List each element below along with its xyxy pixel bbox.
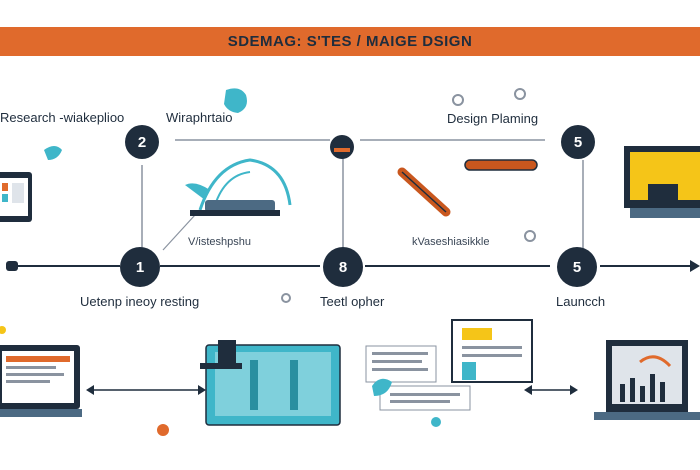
development-laptop-icon: [0, 345, 82, 417]
node-1-number: 1: [136, 259, 144, 276]
node-5-top: 5: [561, 125, 595, 159]
node-5-right: 5: [557, 247, 597, 287]
label-research: Research -wiakeplioo: [0, 110, 125, 125]
pencil-icon: [464, 159, 538, 171]
node-8-number: 8: [339, 259, 347, 276]
label-development: Uetenp ineoy resting: [80, 294, 200, 309]
label-prototype-caption: V/isteshpshu: [188, 236, 251, 248]
bottom-connectors: [86, 385, 578, 395]
label-mid-caption: kVaseshiasikkle: [412, 236, 490, 248]
testing-board-icon: [200, 340, 341, 426]
documents-icon: [365, 319, 533, 411]
label-design-planning: Design Plaming: [447, 111, 539, 126]
label-wireframe: Wiraphrtaio: [166, 110, 233, 125]
label-testing: Teetl opher: [320, 294, 385, 309]
node-5-top-number: 5: [574, 134, 582, 151]
main-timeline: [6, 260, 700, 272]
launch-monitor-icon: [594, 340, 700, 420]
node-5-right-number: 5: [573, 259, 581, 276]
decorative-shapes: [0, 88, 536, 436]
node-1: 1: [120, 247, 160, 287]
research-device-icon: [0, 172, 32, 222]
upper-connectors: [141, 139, 584, 251]
node-2-number: 2: [138, 134, 146, 151]
title-banner: SDEMAG: S'TES / MAIGE DSIGN: [0, 27, 700, 56]
banner-title: SDEMAG: S'TES / MAIGE DSIGN: [227, 33, 473, 50]
design-monitor-icon: [624, 146, 700, 218]
wireframe-dome-icon: [185, 158, 292, 216]
pen-icon: [397, 167, 451, 217]
node-8: 8: [323, 247, 363, 287]
label-launch: Launcch: [556, 294, 606, 309]
node-2: 2: [125, 125, 159, 159]
lamp-icon: [330, 135, 354, 159]
